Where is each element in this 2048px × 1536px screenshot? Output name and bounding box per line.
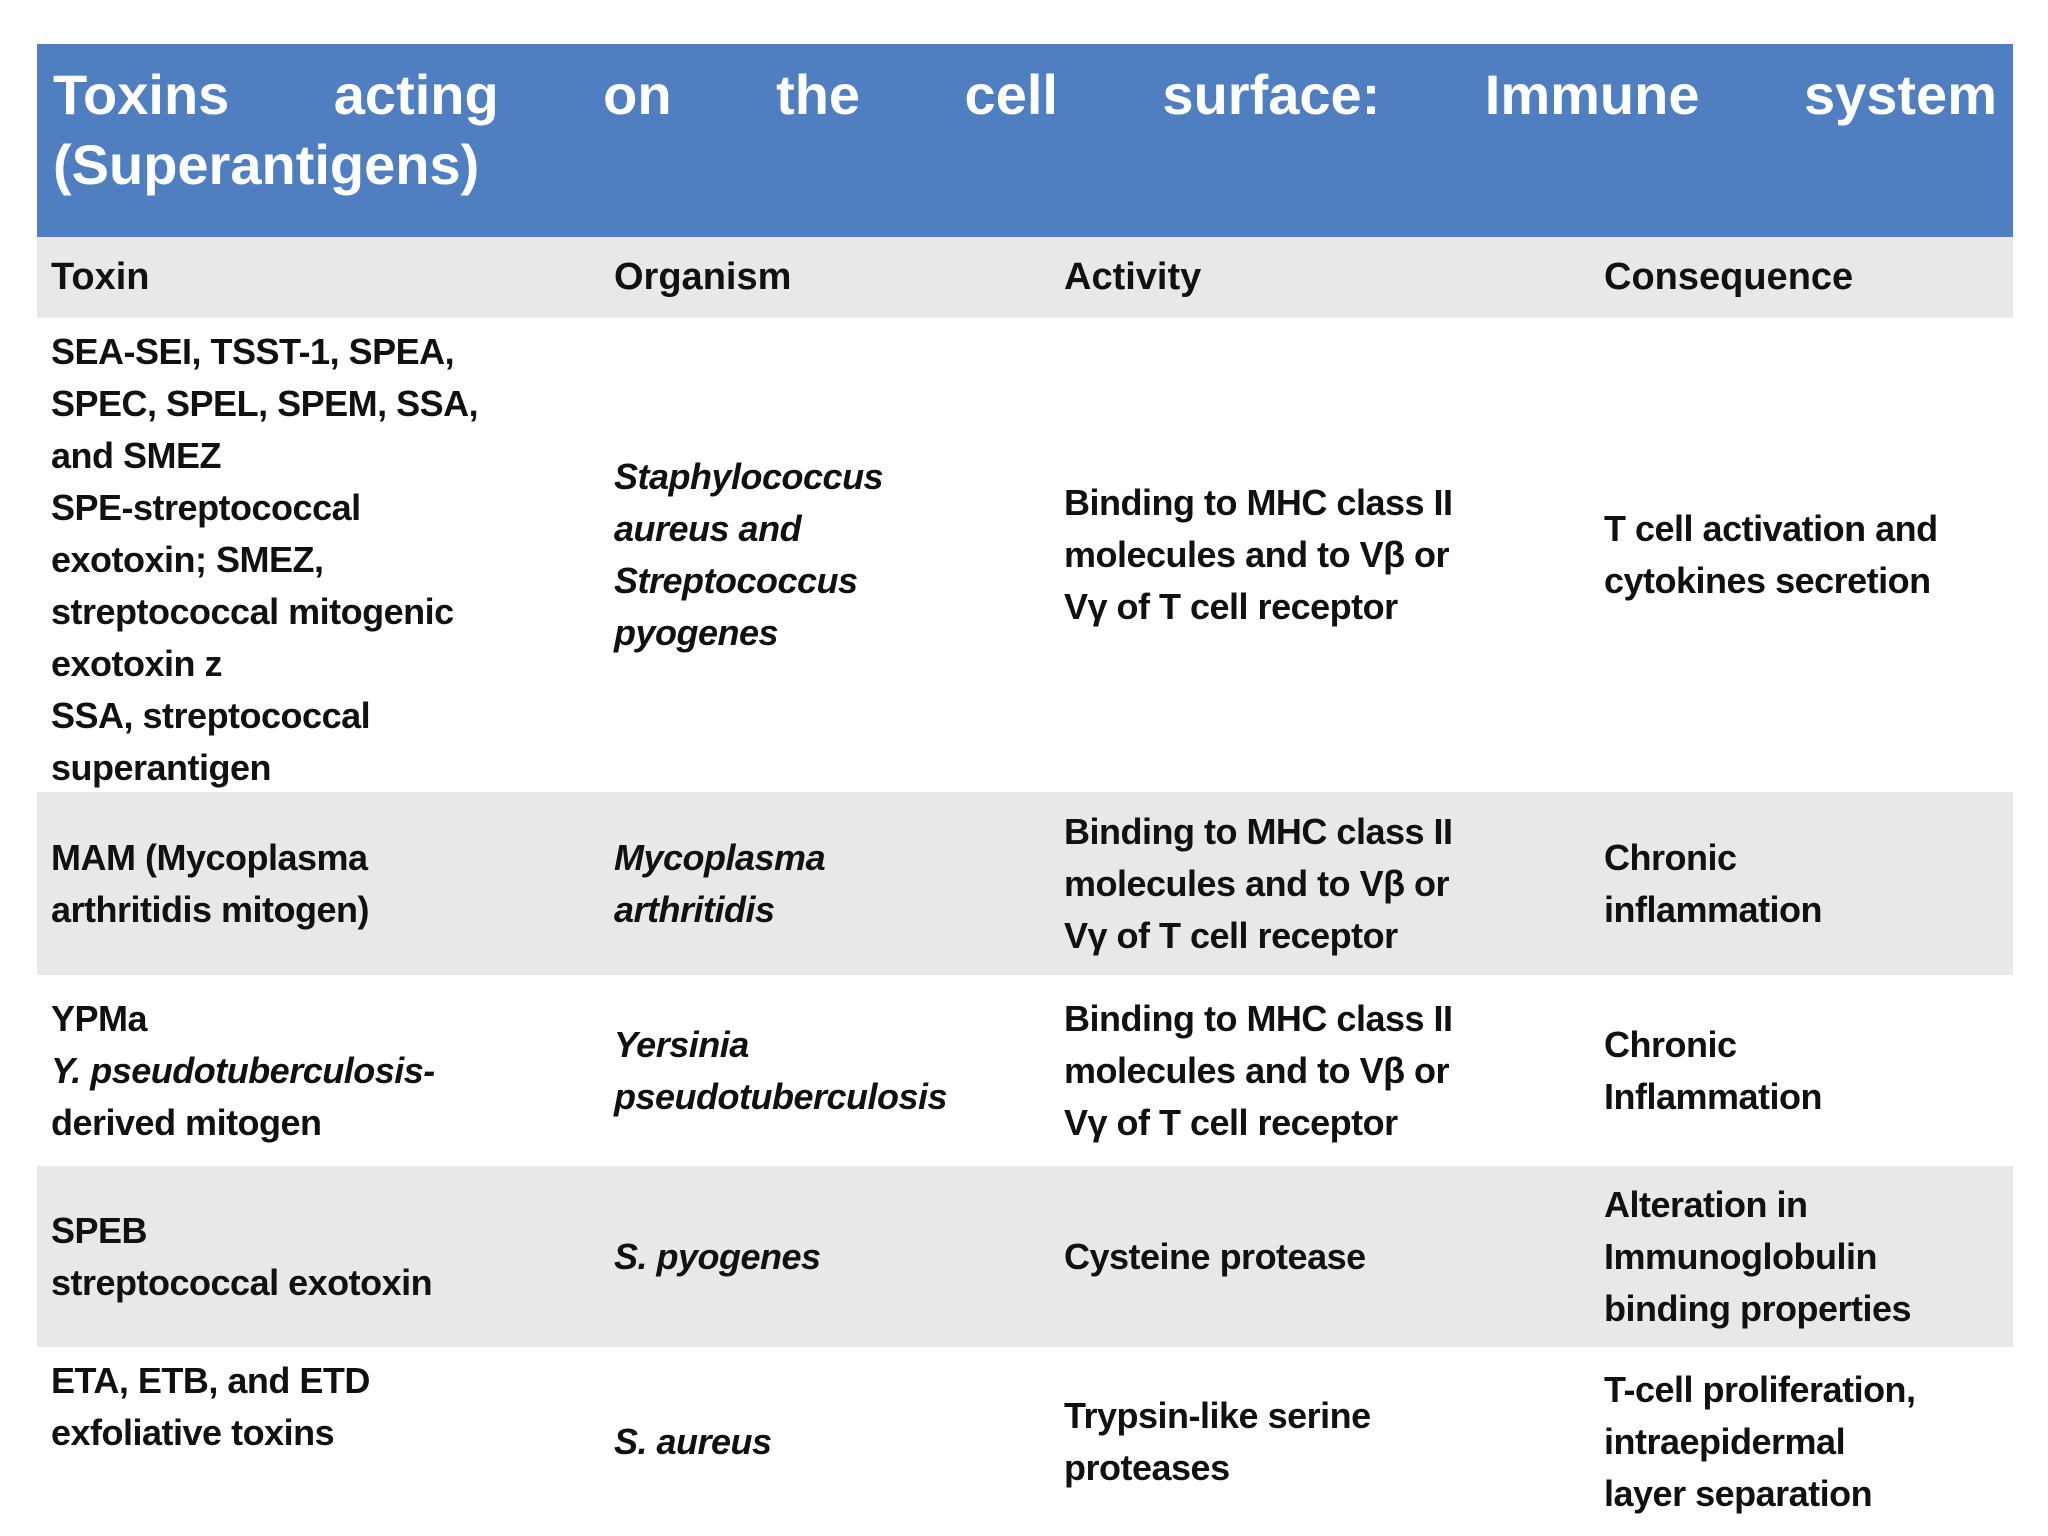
table-title-band: Toxins acting on the cell surface: Immun…	[37, 44, 2013, 237]
column-header-organism: Organism	[614, 256, 792, 298]
superantigens-table: Toxins acting on the cell surface: Immun…	[37, 44, 2013, 1536]
cell-toxin: SEA-SEI, TSST-1, SPEA,SPEC, SPEL, SPEM, …	[51, 331, 479, 788]
cell-organism: S. pyogenes	[614, 1235, 821, 1277]
column-header-consequence: Consequence	[1604, 256, 1854, 298]
table-row: SEA-SEI, TSST-1, SPEA,SPEC, SPEL, SPEM, …	[37, 318, 2013, 792]
column-header-row: Toxin Organism Activity Consequence	[37, 237, 2013, 318]
table-title-line-2: (Superantigens)	[53, 133, 480, 196]
column-header-activity: Activity	[1064, 256, 1202, 298]
cell-organism: S. aureus	[614, 1420, 772, 1462]
cell-activity: Cysteine protease	[1064, 1235, 1366, 1277]
column-header-toxin: Toxin	[51, 256, 150, 298]
table-title-line-1: Toxins acting on the cell surface: Immun…	[53, 63, 1997, 126]
